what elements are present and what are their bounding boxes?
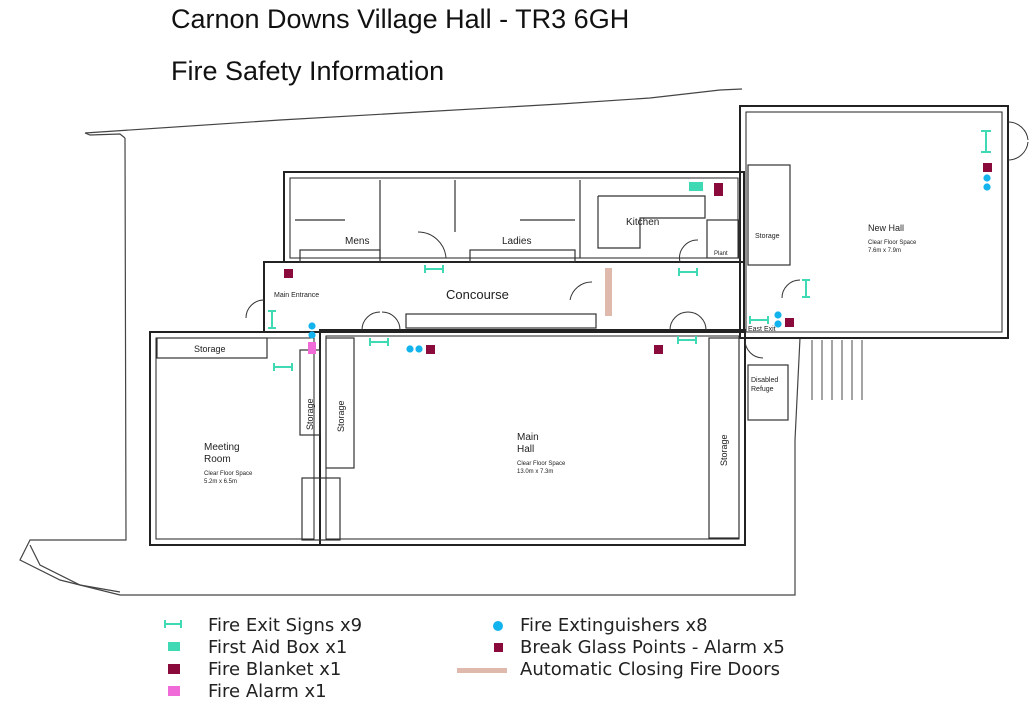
closing-fire-door-icon <box>457 668 507 673</box>
fire-alarm-icon <box>308 342 316 354</box>
legend-extinguishers: Fire Extinguishers x8 <box>520 615 708 636</box>
exit-sign-icon <box>802 279 810 298</box>
label-main-hall-1: Main <box>517 432 539 443</box>
label-main-hall-space-label: Clear Floor Space <box>517 461 566 467</box>
label-storage-3: Storage <box>305 398 315 430</box>
break-glass-icon <box>785 318 794 327</box>
interior-walls <box>156 164 863 541</box>
break-glass-icon <box>983 163 992 172</box>
label-storage-2: Storage <box>194 344 226 354</box>
legend-fire-blanket: Fire Blanket x1 <box>208 659 342 680</box>
fire-extinguishers <box>308 174 991 353</box>
label-main-hall-space: 13.0m x 7.3m <box>517 469 553 475</box>
legend-fire-alarm: Fire Alarm x1 <box>208 681 327 702</box>
extinguisher-icon <box>493 621 503 631</box>
label-storage-5: Storage <box>719 434 729 466</box>
exit-sign-icon <box>981 130 991 153</box>
break-glass-icon <box>284 269 293 278</box>
exit-sign-icon <box>677 336 697 344</box>
exit-sign-icon <box>273 363 293 371</box>
first-aid-box-icon <box>168 642 180 651</box>
label-east-exit: East Exit <box>748 326 776 333</box>
page-title: Carnon Downs Village Hall - TR3 6GH <box>171 4 630 34</box>
break-glass-icon <box>494 643 503 652</box>
label-main-hall-2: Hall <box>517 444 534 455</box>
extinguisher-icon <box>415 345 423 353</box>
extinguisher-icon <box>308 331 316 339</box>
legend-closing-doors: Automatic Closing Fire Doors <box>520 659 781 680</box>
extinguisher-icon <box>308 322 316 330</box>
label-mens: Mens <box>345 236 369 247</box>
extinguisher-icon <box>983 183 991 191</box>
label-main-entrance: Main Entrance <box>274 292 319 299</box>
label-meeting-1: Meeting <box>204 442 240 453</box>
legend-break-glass: Break Glass Points - Alarm x5 <box>520 637 785 658</box>
legend-first-aid: First Aid Box x1 <box>208 637 348 658</box>
label-storage-1: Storage <box>755 233 780 240</box>
page-subtitle: Fire Safety Information <box>171 56 445 86</box>
exit-sign-icon <box>678 268 698 276</box>
doors <box>245 121 1029 359</box>
site-outline <box>19 88 801 596</box>
label-new-hall: New Hall <box>868 223 904 233</box>
label-ladies: Ladies <box>502 236 531 247</box>
label-kitchen: Kitchen <box>626 217 659 228</box>
closing-fire-door-icon <box>605 268 612 316</box>
break-glass-icon <box>426 345 435 354</box>
exit-sign-icon <box>164 620 182 628</box>
extinguisher-icon <box>406 345 414 353</box>
first-aid-box-icon <box>689 182 703 191</box>
label-meeting-2: Room <box>204 454 231 465</box>
extinguisher-icon <box>774 311 782 319</box>
fire-alarm-icon <box>168 686 180 696</box>
label-new-hall-space-label: Clear Floor Space <box>868 240 917 246</box>
exit-sign-icon <box>369 338 389 346</box>
extinguisher-icon <box>774 320 782 328</box>
label-meeting-space-label: Clear Floor Space <box>204 471 253 477</box>
extinguisher-icon <box>983 174 991 182</box>
fire-blanket-icon <box>168 664 180 674</box>
exit-sign-icon <box>749 316 769 324</box>
exit-sign-icon <box>424 265 444 273</box>
label-concourse: Concourse <box>446 287 509 302</box>
label-meeting-space: 5.2m x 6.5m <box>204 479 237 485</box>
break-glass-icon <box>654 345 663 354</box>
exit-sign-icon <box>268 310 276 329</box>
fire-exit-signs <box>268 130 991 371</box>
label-new-hall-space: 7.6m x 7.9m <box>868 248 901 254</box>
label-disabled-2: Refuge <box>751 386 774 393</box>
label-plant: Plant <box>714 251 728 257</box>
legend-exit-signs: Fire Exit Signs x9 <box>208 615 363 636</box>
break-glass-points <box>284 163 992 354</box>
fire-blanket-icon <box>714 183 723 196</box>
label-storage-4: Storage <box>336 400 346 432</box>
building-walls <box>149 105 1009 546</box>
label-disabled-1: Disabled <box>751 377 778 384</box>
